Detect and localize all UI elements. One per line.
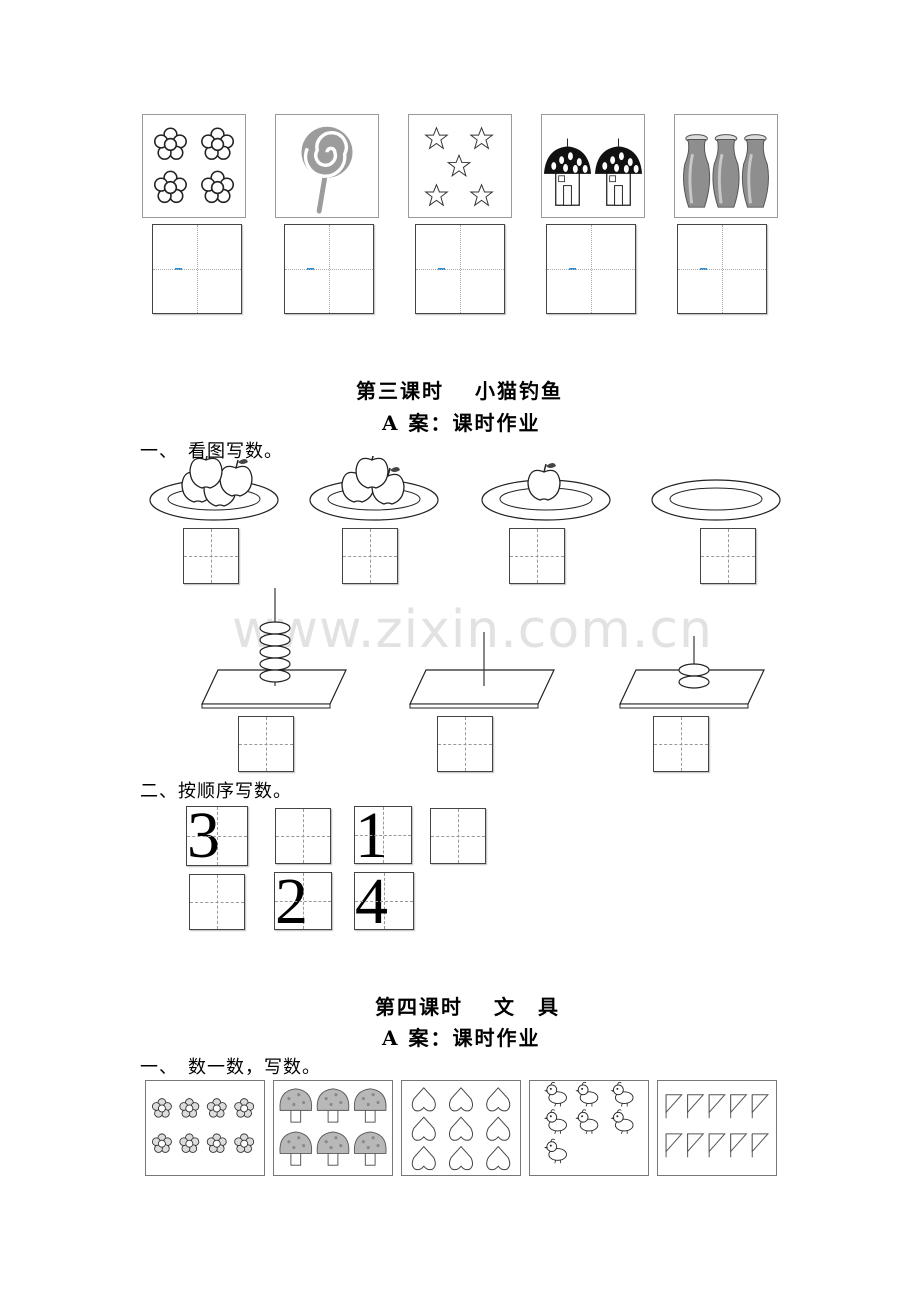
answer-grid[interactable] bbox=[653, 716, 709, 772]
lollipop-icon bbox=[301, 126, 353, 214]
hearts-picture bbox=[401, 1080, 521, 1176]
digit-grid: 2 bbox=[274, 869, 332, 935]
question-label: 一、 看图写数。 bbox=[140, 441, 283, 462]
answer-grid[interactable] bbox=[238, 716, 294, 772]
answer-grid[interactable] bbox=[437, 716, 493, 772]
chicks-picture bbox=[529, 1080, 649, 1176]
mushroom-icon bbox=[279, 1088, 387, 1166]
small-flowers-picture bbox=[145, 1080, 265, 1176]
lollipop-picture bbox=[275, 114, 379, 218]
answer-grid[interactable] bbox=[189, 874, 245, 930]
flags-picture bbox=[657, 1080, 777, 1176]
apple-plate-icon bbox=[149, 456, 781, 521]
chick-icon bbox=[543, 1081, 634, 1164]
mushroom-houses-picture bbox=[541, 114, 645, 218]
text-cursor bbox=[438, 268, 445, 270]
digit-grid: 3 bbox=[186, 799, 248, 872]
text-cursor bbox=[569, 268, 576, 270]
flowers-picture bbox=[142, 114, 246, 218]
text-cursor bbox=[700, 268, 707, 270]
answer-grid[interactable] bbox=[284, 224, 374, 314]
flower-icon bbox=[153, 127, 235, 204]
flower-icon bbox=[151, 1098, 255, 1153]
answer-grid[interactable] bbox=[509, 528, 565, 584]
answer-grid[interactable] bbox=[677, 224, 767, 314]
mushrooms-picture bbox=[273, 1080, 393, 1176]
digit-grid: 4 bbox=[354, 869, 414, 935]
digit-4: 4 bbox=[355, 865, 388, 938]
digit-3: 3 bbox=[187, 799, 220, 872]
answer-grid[interactable] bbox=[152, 224, 242, 314]
mushroom-house-icon bbox=[543, 137, 643, 206]
stars-picture bbox=[408, 114, 512, 218]
digit-1: 1 bbox=[355, 799, 388, 872]
digit-2: 2 bbox=[275, 865, 308, 938]
answer-grid[interactable] bbox=[275, 808, 331, 864]
vases-picture bbox=[674, 114, 778, 218]
watermark: www.zixin.com.cn bbox=[232, 600, 713, 660]
triangle-flag-icon bbox=[665, 1094, 769, 1158]
lesson-heading: 第四课时 文 具 bbox=[375, 995, 560, 1019]
answer-grid[interactable] bbox=[546, 224, 636, 314]
answer-grid[interactable] bbox=[342, 528, 398, 584]
heart-icon bbox=[411, 1087, 511, 1171]
text-cursor bbox=[307, 268, 314, 270]
answer-grid[interactable] bbox=[415, 224, 505, 314]
lesson-subheading: A 案：课时作业 bbox=[382, 411, 541, 435]
answer-grid[interactable] bbox=[183, 528, 239, 584]
question-label: 一、 数一数，写数。 bbox=[140, 1057, 321, 1078]
lesson-heading: 第三课时 小猫钓鱼 bbox=[356, 379, 563, 403]
text-cursor bbox=[175, 268, 182, 270]
lesson-subheading: A 案：课时作业 bbox=[382, 1026, 541, 1050]
vase-icon bbox=[682, 133, 770, 209]
question-label: 二、按顺序写数。 bbox=[140, 781, 292, 802]
answer-grid[interactable] bbox=[700, 528, 756, 584]
digit-grid: 1 bbox=[354, 803, 412, 869]
star-icon bbox=[425, 127, 493, 206]
answer-grid[interactable] bbox=[430, 808, 486, 864]
abacus-icon bbox=[201, 588, 765, 709]
